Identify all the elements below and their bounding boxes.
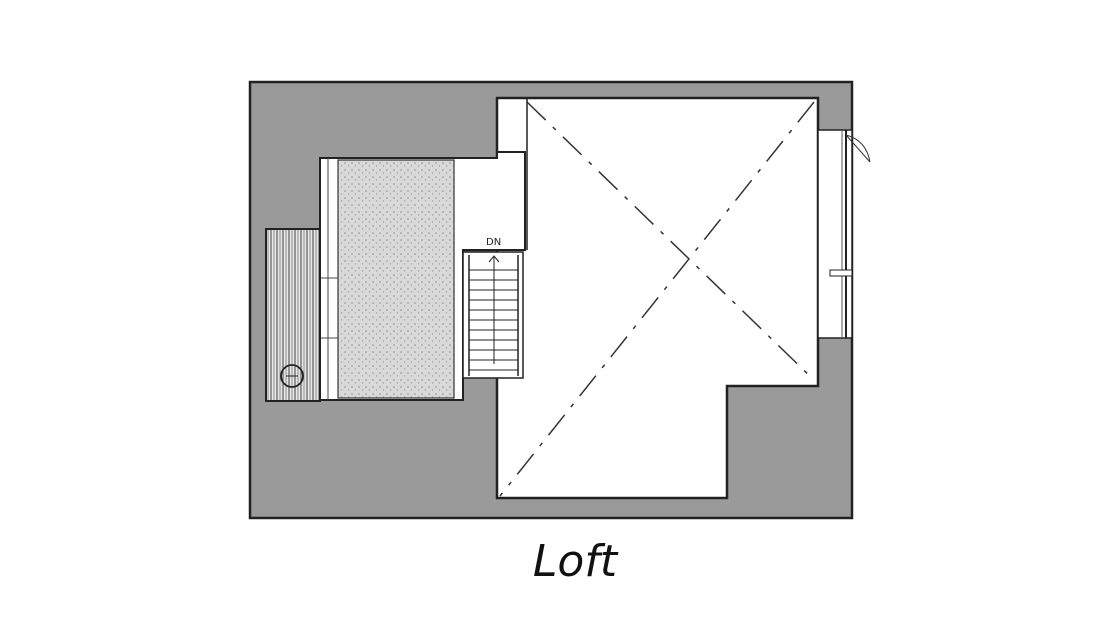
window-latch xyxy=(829,269,853,277)
open-below-diagonal-1 xyxy=(526,101,815,381)
stair-direction-arrow xyxy=(488,255,500,364)
stair-opening xyxy=(462,251,524,379)
open-below-diagonal-2 xyxy=(499,101,815,497)
door-swing xyxy=(845,134,871,163)
balcony-deck xyxy=(265,228,321,402)
deck-fixture-symbol xyxy=(280,364,304,388)
carpet-area xyxy=(337,159,455,399)
plan-title: Loft xyxy=(532,536,618,587)
stair-label: DN xyxy=(486,237,501,248)
